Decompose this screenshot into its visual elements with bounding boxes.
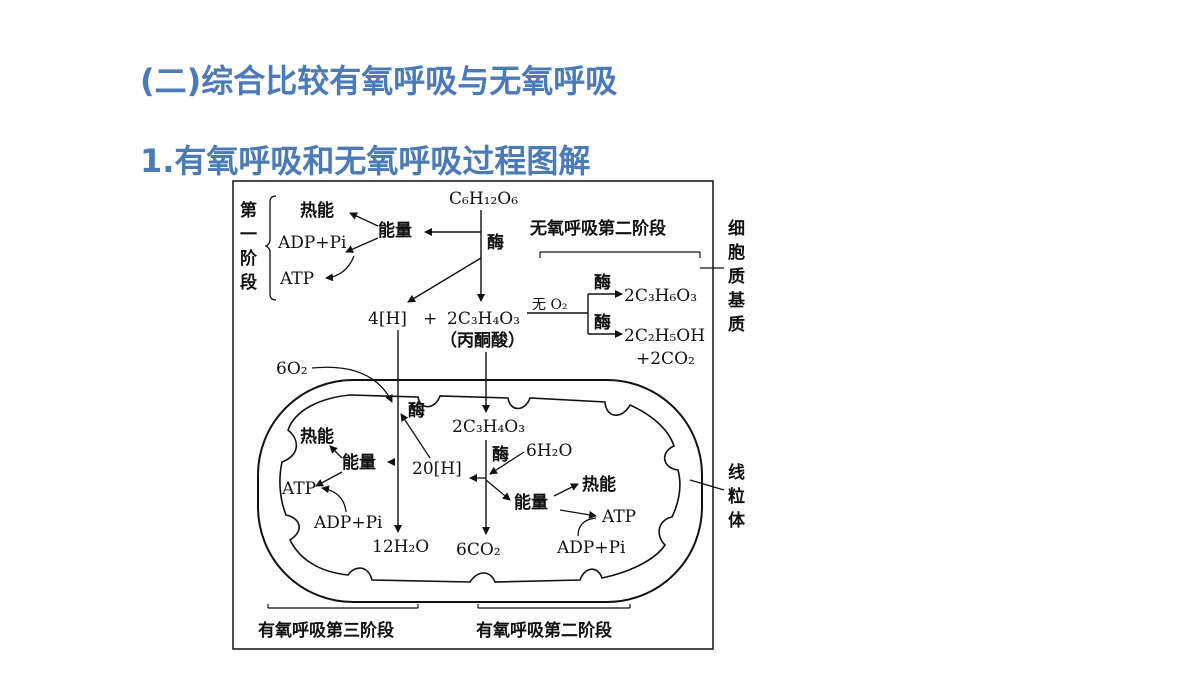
stage1-char-2: 一	[240, 225, 257, 245]
stage2-adp-label: ADP+Pi	[556, 538, 626, 558]
stage3-heat-label: 热能	[300, 426, 334, 447]
cytoplasm-char-1: 细	[728, 218, 745, 239]
stage1-char-1: 第	[240, 200, 257, 221]
h20-label: 20[H]	[412, 459, 462, 479]
stage2-adp-arrow	[577, 517, 597, 537]
stage1-adp-arrow	[345, 237, 379, 253]
stage2-heat-label: 热能	[582, 474, 616, 495]
mito-char-3: 体	[728, 510, 746, 531]
pyruvate-name-label: （丙酮酸）	[440, 330, 525, 351]
lactic-acid-label: 2C₃H₆O₃	[624, 286, 697, 306]
water12-label: 12H₂O	[372, 537, 429, 557]
cytoplasm-char-3: 质	[728, 267, 745, 287]
h20-to-stage3-arrow	[400, 413, 431, 459]
mito-pointer	[689, 479, 725, 491]
mitochondrion-outer-membrane	[257, 379, 703, 603]
section-title: (二)综合比较有氧呼吸与无氧呼吸	[140, 62, 618, 100]
stage1-char-3: 阶	[240, 248, 258, 269]
stage3-adp-label: ADP+Pi	[313, 513, 383, 533]
enzyme-label-lactic: 酶	[594, 272, 611, 293]
stage1-atp-label: ATP	[279, 269, 314, 289]
mitochondrion-inner-membrane	[279, 394, 681, 583]
h4-label: 4[H]	[368, 309, 407, 329]
stage2-atp-arrow	[559, 509, 597, 519]
stage1-energy-label: 能量	[378, 220, 412, 241]
stage3-adp-arrow	[321, 485, 347, 513]
diagram-frame	[232, 180, 714, 650]
stage2-atp-label: ATP	[601, 507, 636, 527]
glucose-label: C₆H₁₂O₆	[449, 189, 518, 209]
mito-char-2: 粒	[728, 486, 745, 507]
o2-label: 6O₂	[276, 359, 308, 379]
stage2-heat-arrow	[553, 483, 579, 497]
stage3-heat-arrow	[329, 445, 343, 459]
enzyme-label-stage2: 酶	[492, 444, 509, 465]
mito-char-1: 线	[728, 462, 745, 483]
cytoplasm-char-5: 质	[728, 315, 745, 335]
cytoplasm-char-2: 胞	[728, 242, 745, 263]
enzyme-label-1: 酶	[487, 232, 504, 253]
pyruvate-mito-label: 2C₃H₄O₃	[452, 417, 525, 437]
cytoplasm-char-4: 基	[727, 290, 746, 311]
water6-arrow	[489, 451, 525, 475]
stage1-atp-arrow	[325, 255, 355, 282]
stage3-atp-arrow	[315, 471, 343, 487]
stage1-heat-arrow	[349, 212, 379, 227]
no-o2-label: 无 O₂	[532, 297, 568, 313]
co2-2-label: +2CO₂	[636, 349, 695, 369]
plus-label: +	[423, 309, 437, 329]
stage1-brace	[264, 195, 277, 301]
pyruvate-label: 2C₃H₄O₃	[447, 309, 520, 329]
stage2-energy-label: 能量	[514, 492, 548, 513]
co2-6-label: 6CO₂	[456, 540, 501, 560]
stage1-heat-label: 热能	[300, 200, 334, 221]
aerobic-stage2-label: 有氧呼吸第二阶段	[476, 620, 612, 641]
stage3-atp-label: ATP	[281, 479, 316, 499]
ethanol-label: 2C₂H₅OH	[624, 326, 705, 346]
subsection-title: 1.有氧呼吸和无氧呼吸过程图解	[140, 142, 591, 180]
enzyme-label-stage3: 酶	[408, 400, 425, 421]
aerobic-stage3-label: 有氧呼吸第三阶段	[258, 620, 394, 641]
stage1-char-4: 段	[240, 272, 257, 293]
enzyme-label-ethanol: 酶	[594, 312, 611, 333]
glucose-to-h-arrow	[407, 257, 482, 303]
stage3-energy-label: 能量	[342, 452, 376, 473]
stage2-energy-arrow	[485, 479, 511, 501]
water6-label: 6H₂O	[526, 441, 572, 461]
stage1-adp-label: ADP+Pi	[277, 233, 347, 253]
anaerobic-stage2-label: 无氧呼吸第二阶段	[529, 218, 666, 239]
o2-arrow	[311, 366, 393, 403]
